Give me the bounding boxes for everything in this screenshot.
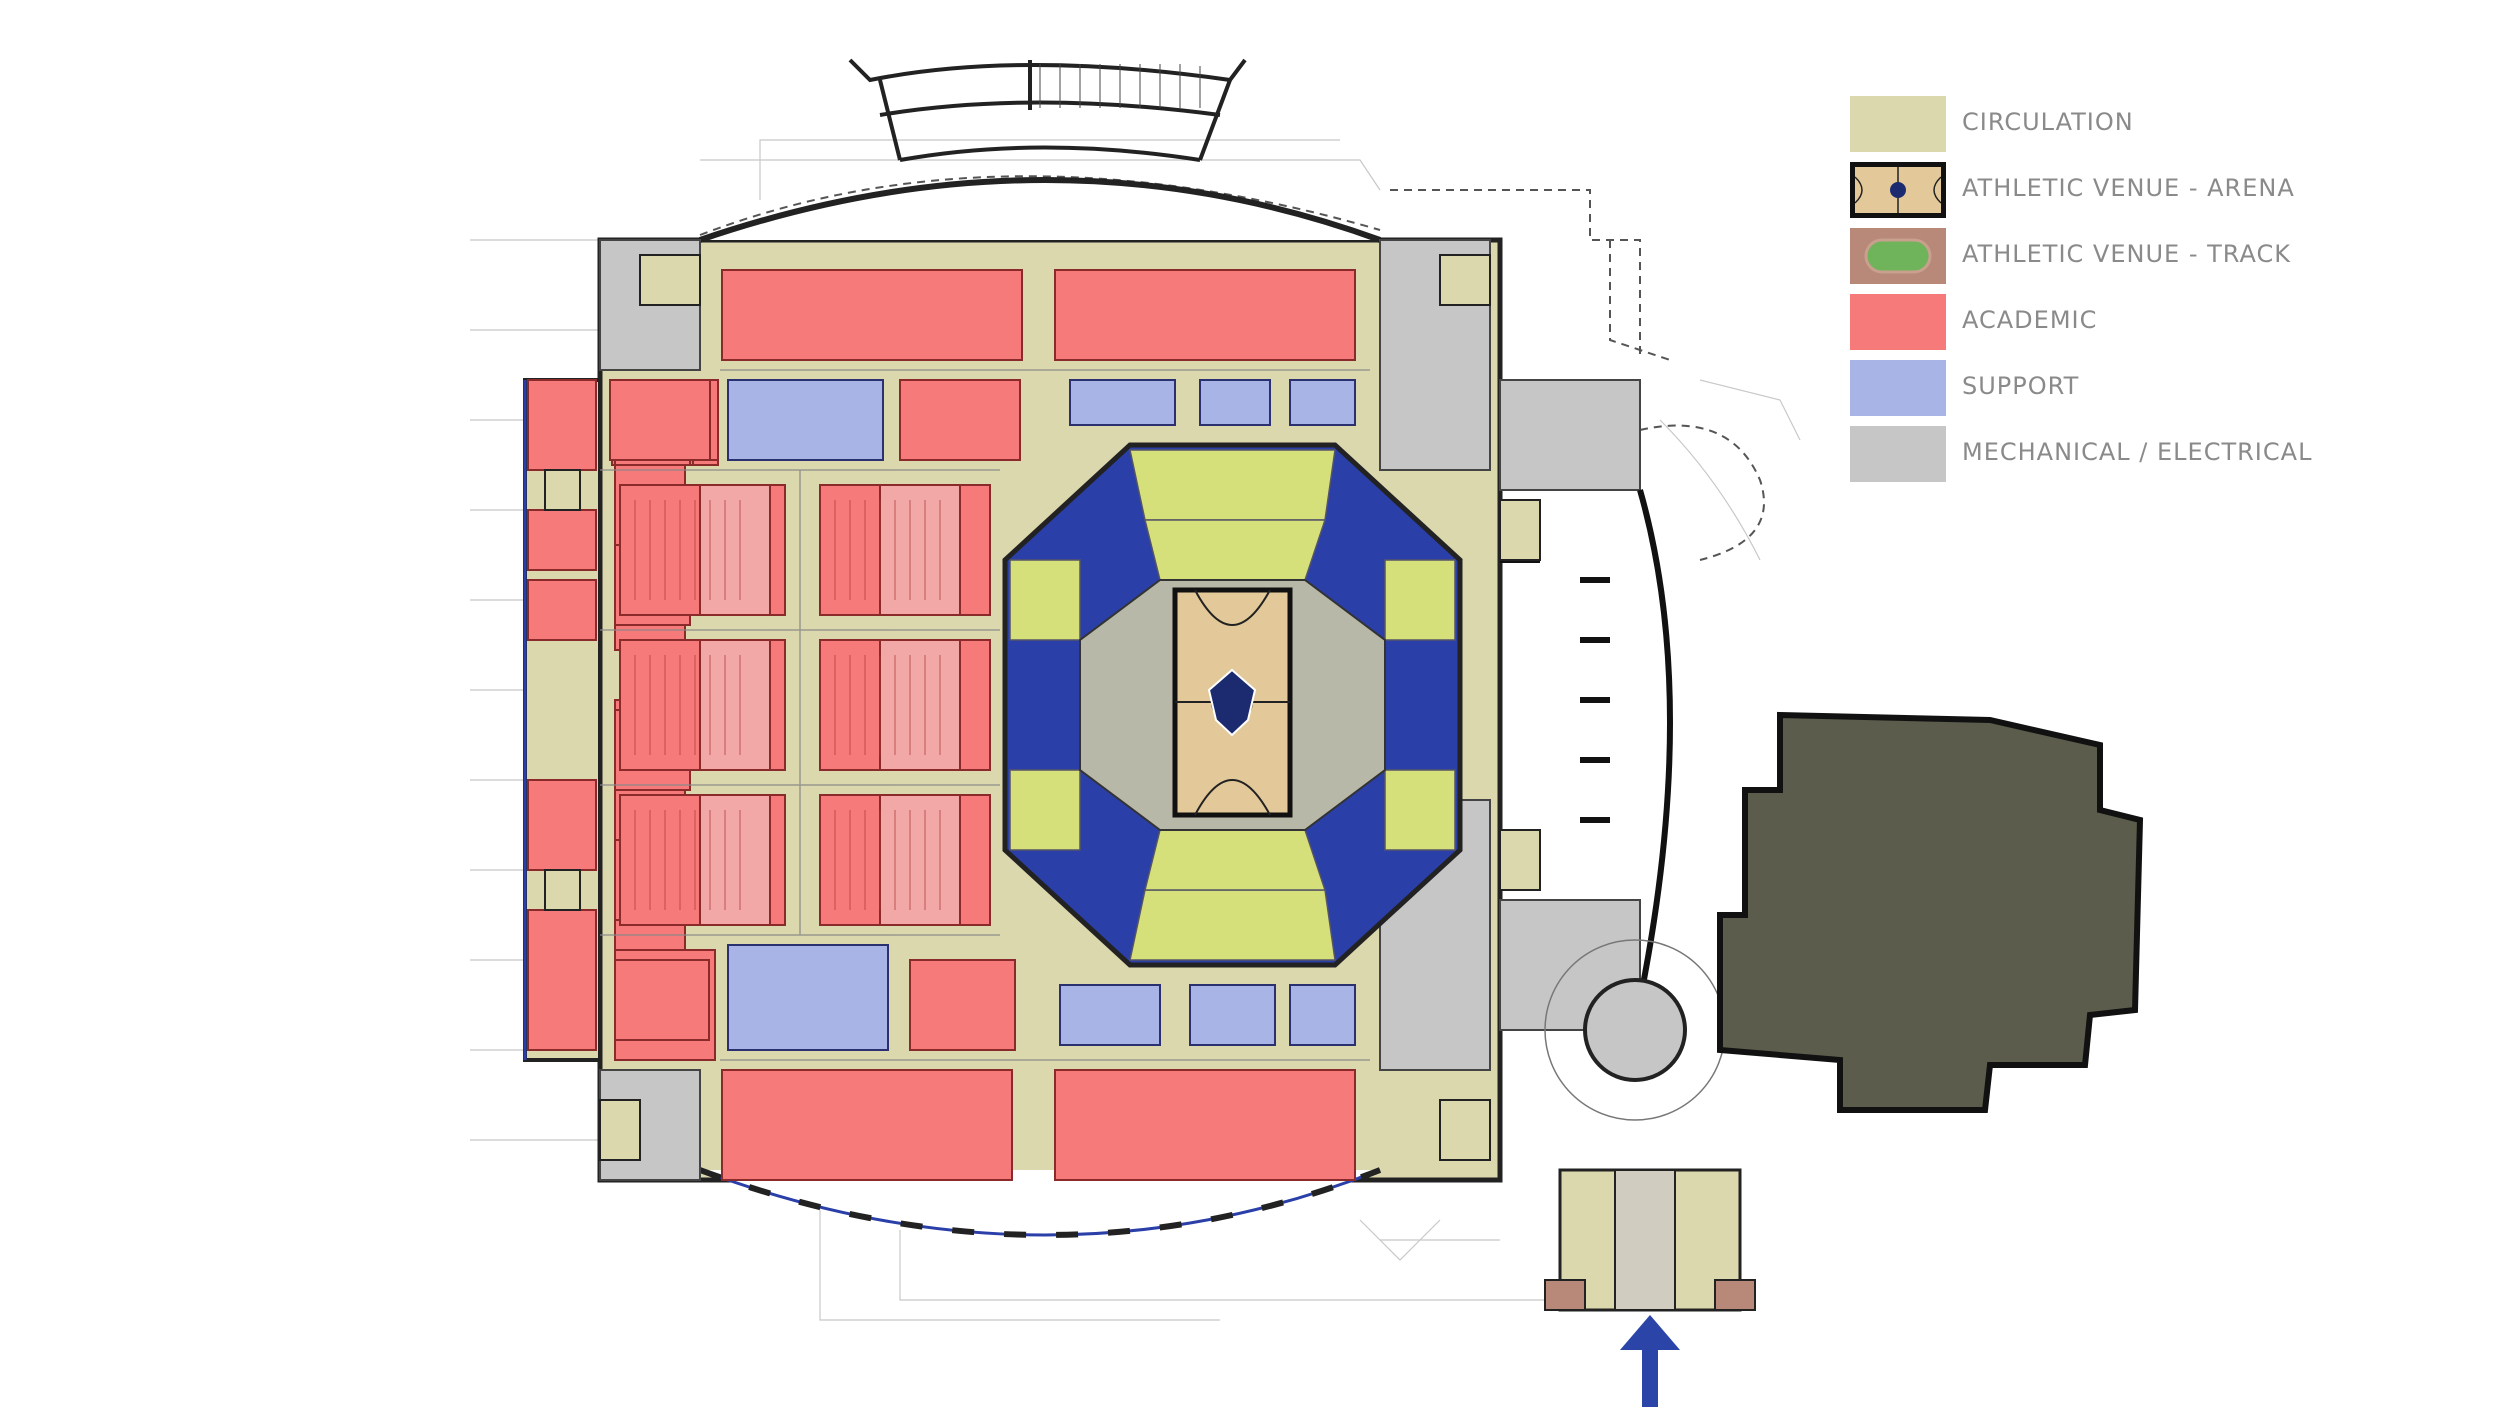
- legend-item-support: SUPPORT: [1850, 360, 2410, 426]
- entry-arrow-icon: [1620, 1315, 1680, 1407]
- south-facade: [699, 1168, 1381, 1237]
- legend-item-academic: ACADEMIC: [1850, 294, 2410, 360]
- legend-item-arena: ATHLETIC VENUE - ARENA: [1850, 162, 2410, 228]
- legend-swatch-academic: [1850, 294, 1946, 350]
- north-stair: [848, 58, 1247, 162]
- legend-item-circulation: CIRCULATION: [1850, 96, 2410, 162]
- support-rooms: [727, 379, 1356, 1051]
- legend-swatch-support: [1850, 360, 1946, 416]
- neighboring-building: [1717, 711, 2144, 1113]
- legend-swatch-track: [1850, 228, 1946, 284]
- court-logo: [1207, 668, 1257, 737]
- lecture-halls: [619, 484, 991, 926]
- legend-item-track: ATHLETIC VENUE - TRACK: [1850, 228, 2410, 294]
- legend-label: SUPPORT: [1962, 372, 2080, 400]
- legend-swatch-circulation: [1850, 96, 1946, 152]
- entry-stairs: [1544, 1168, 1756, 1312]
- legend-label: MECHANICAL / ELECTRICAL: [1962, 438, 2313, 466]
- legend-label: ATHLETIC VENUE - TRACK: [1962, 240, 2291, 268]
- legend-swatch-mechanical: [1850, 426, 1946, 482]
- legend-label: ACADEMIC: [1962, 306, 2098, 334]
- north-facade: [699, 177, 1382, 243]
- legend-item-mechanical: MECHANICAL / ELECTRICAL: [1850, 426, 2410, 492]
- dashed-outlines: [699, 175, 1765, 561]
- legend-label: ATHLETIC VENUE - ARENA: [1962, 174, 2295, 202]
- legend-swatch-arena: [1850, 162, 1946, 218]
- arena-seating: [1009, 449, 1456, 961]
- legend-label: CIRCULATION: [1962, 108, 2134, 136]
- site-lines: [470, 139, 1801, 1321]
- legend: CIRCULATION ATHLETIC VENUE - ARENA ATHLE…: [1850, 96, 2410, 492]
- rotunda: [1583, 978, 1687, 1082]
